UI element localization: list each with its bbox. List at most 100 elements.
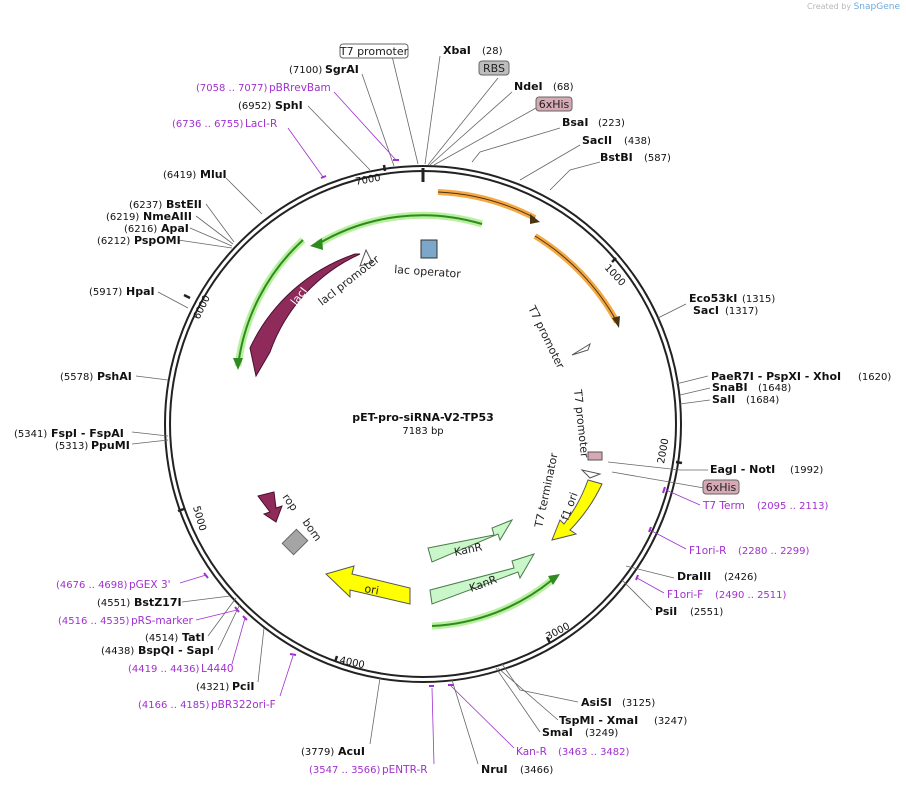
tick-mark-1000 (611, 257, 617, 263)
primer-leader-f1orif (636, 577, 665, 594)
site-name-asisi: AsiSI (581, 696, 612, 709)
green-arrow-top-glow (316, 211, 484, 248)
site-pos-bstbi: (587) (644, 153, 671, 164)
t7-arrow-upper-outline (437, 191, 536, 219)
site-pos-eagi: (1992) (790, 465, 823, 476)
site-name-smai: SmaI (542, 726, 573, 739)
his-right-label: 6xHis (706, 481, 737, 494)
ticks (177, 164, 683, 663)
site-name-xbai: XbaI (443, 44, 471, 57)
lac-operator-box (420, 239, 438, 259)
lac-operator-label: lac operator (394, 263, 462, 281)
leader-draiii (625, 565, 675, 579)
primer-name-pbrrevbam: pBRrevBam (269, 82, 331, 94)
site-pos-draiii: (2426) (724, 572, 757, 583)
leader-sphi (307, 105, 371, 171)
t7-promoter-label-2: T7 promoter (571, 388, 591, 459)
leader-eagi (607, 461, 708, 471)
green-arrow-bottom-head (548, 574, 560, 585)
primer-leader-pgex3 (179, 574, 207, 584)
primer-mark-f1orif (635, 574, 639, 581)
site-name-ndei: NdeI (514, 80, 543, 93)
leader-nrui (451, 679, 479, 765)
tick-mark-6000 (183, 293, 191, 300)
site-pos-sgrai: (7100) (289, 65, 322, 76)
t7-arrow-upper-head (530, 214, 540, 224)
site-pos-sali: (1684) (746, 395, 779, 406)
site-name-draiii: DraIII (677, 570, 711, 583)
primer-name-kanr: Kan-R (516, 746, 547, 758)
primer-pos-f1orif: (2490 .. 2511) (715, 590, 787, 601)
primer-pos-pbr322: (4166 .. 4185) (138, 700, 210, 711)
primer-name-t7term: T7 Term (702, 500, 745, 512)
site-pos-sphi: (6952) (238, 101, 271, 112)
site-pos-bspqi: (4438) (101, 646, 134, 657)
leader-fspi (131, 431, 169, 437)
site-pos-xbai: (28) (482, 46, 503, 57)
his-top-box (535, 96, 573, 112)
primer-pos-pgex3: (4676 .. 4698) (56, 580, 128, 591)
leader-bspqi (217, 603, 241, 651)
plasmid-title: pET-pro-siRNA-V2-TP53 (352, 411, 494, 424)
t7-arrow-lower-outline (534, 235, 618, 323)
site-name-saci: SacI (693, 304, 719, 317)
site-name-sphi: SphI (275, 99, 303, 112)
primer-leader-pentrr (431, 687, 435, 765)
leader-pcii (257, 627, 265, 683)
site-pos-bstz17i: (4551) (97, 598, 130, 609)
site-name-sacii: SacII (582, 134, 612, 147)
site-name-bstbi: BstBI (600, 151, 633, 164)
ori-label: ori (363, 582, 379, 597)
primer-name-f1orir: F1ori-R (689, 545, 726, 557)
primer-pos-kanr: (3463 .. 3482) (558, 747, 630, 758)
site-pos-pcii: (4321) (196, 682, 229, 693)
leader-pspomi (177, 239, 233, 249)
leader-sgrai (361, 73, 395, 167)
site-pos-pspomi: (6212) (97, 236, 130, 247)
rbs-box (478, 60, 510, 76)
primer-pos-pbrrevbam: (7058 .. 7077) (196, 83, 268, 94)
leader-pshai (135, 375, 169, 381)
site-name-sali: SalI (712, 393, 735, 406)
site-name-pspomi: PspOMI (134, 234, 181, 247)
kanr-arrow-1 (427, 518, 514, 563)
kanr-label-1: KanR (453, 540, 484, 559)
leader-ppumi (131, 439, 169, 445)
green-arrow-top (317, 214, 483, 245)
primer-mark-pgex3 (203, 572, 209, 579)
bom-box (281, 528, 309, 556)
primer-name-laciR: LacI-R (245, 118, 277, 130)
leader-hpai (157, 291, 189, 309)
primer-pos-pentrr: (3547 .. 3566) (309, 765, 381, 776)
leader-tati (207, 597, 237, 637)
leader-snabi (679, 387, 711, 396)
primer-mark-laciR (320, 175, 327, 179)
tick-mark-2000 (675, 460, 683, 465)
site-pos-nmeaiii: (6219) (106, 212, 139, 223)
green-arrow-left (237, 239, 304, 367)
primer-pos-l4440: (4419 .. 4436) (128, 664, 200, 675)
leader-psii (621, 579, 653, 611)
rop-label: rop (280, 491, 301, 513)
leader-xbai (424, 55, 441, 165)
leader-bstz17i (181, 595, 231, 603)
t7-promoter-arrow-1 (571, 342, 591, 356)
his-top-label: 6xHis (539, 98, 570, 111)
primer-name-prsmarker: pRS-marker (131, 615, 194, 627)
leader-bstbi (549, 161, 601, 191)
t7-promoter-top-label: T7 promoter (339, 45, 409, 58)
primer-leader-laciR (287, 127, 324, 178)
primer-pos-laciR: (6736 .. 6755) (172, 119, 244, 130)
tick-4000: 4000 (338, 655, 365, 671)
site-name-sgrai: SgrAI (325, 63, 359, 76)
site-name-pcii: PciI (232, 680, 254, 693)
site-pos-bsai: (223) (598, 118, 625, 129)
primer-leader-pbr322 (279, 655, 294, 697)
site-name-apai: ApaI (161, 222, 189, 235)
leader-bsteii (205, 203, 235, 243)
backbone-outer (164, 165, 682, 683)
leader-bsai (471, 127, 561, 163)
site-name-ppumi: PpuMI (91, 439, 130, 452)
t7-arrow-lower-head (612, 316, 620, 328)
